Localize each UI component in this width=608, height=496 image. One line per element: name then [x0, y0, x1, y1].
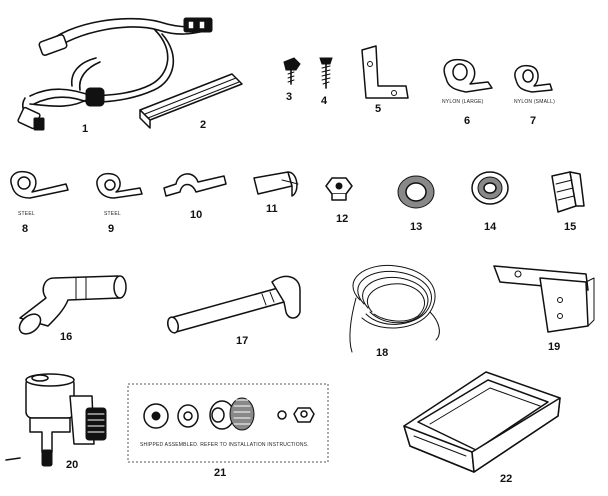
label-10: 10 — [190, 209, 202, 221]
part-19-mounting-bracket: 19 — [493, 265, 595, 353]
label-20: 20 — [66, 459, 78, 471]
part-3-screw: 3 — [283, 57, 301, 103]
part-5-bracket: 5 — [361, 45, 409, 115]
label-14: 14 — [484, 221, 497, 233]
part-12-hex-nut: 12 — [325, 177, 353, 225]
label-17: 17 — [236, 335, 248, 347]
label-5: 5 — [375, 103, 381, 115]
label-6: 6 — [464, 115, 470, 127]
note-21: SHIPPED ASSEMBLED. REFER TO INSTALLATION… — [140, 442, 309, 448]
label-1: 1 — [82, 123, 88, 135]
label-21: 21 — [214, 467, 226, 479]
part-15-block: 15 — [551, 171, 585, 233]
label-16: 16 — [60, 331, 72, 343]
part-17-fill-tube: 17 — [166, 275, 301, 347]
part-22-ice-bin: 22 — [403, 371, 561, 485]
part-21-valve-assembly-kit: SHIPPED ASSEMBLED. REFER TO INSTALLATION… — [127, 383, 329, 479]
label-18: 18 — [376, 347, 388, 359]
label-8: 8 — [22, 223, 28, 235]
label-12: 12 — [336, 213, 348, 225]
note-7: NYLON (SMALL) — [514, 99, 555, 105]
label-11: 11 — [266, 203, 278, 215]
part-11-shield: 11 — [253, 171, 299, 215]
part-2-gasket-strip: 2 — [139, 73, 243, 131]
part-6-nylon-clamp-large: NYLON (LARGE) 6 — [442, 58, 493, 127]
part-9-steel-clamp-small: STEEL 9 — [96, 172, 143, 235]
part-16-elbow-tube: 16 — [18, 275, 127, 343]
label-9: 9 — [108, 223, 114, 235]
label-13: 13 — [410, 221, 422, 233]
label-22: 22 — [500, 473, 512, 485]
part-10-saddle-clip: 10 — [163, 173, 227, 221]
part-4-screw: 4 — [319, 57, 333, 107]
part-14-washer: 14 — [471, 171, 509, 233]
part-7-nylon-clamp-small: NYLON (SMALL) 7 — [514, 64, 555, 127]
part-8-steel-clamp: STEEL 8 — [10, 170, 69, 235]
label-4: 4 — [321, 95, 328, 107]
note-9: STEEL — [104, 211, 121, 217]
label-19: 19 — [548, 341, 560, 353]
label-3: 3 — [286, 91, 292, 103]
part-13-grommet: 13 — [397, 175, 435, 233]
label-15: 15 — [564, 221, 576, 233]
label-2: 2 — [200, 119, 206, 131]
part-20-water-valve: 20 — [5, 373, 107, 471]
note-8: STEEL — [18, 211, 35, 217]
label-7: 7 — [530, 115, 536, 127]
part-1-wire-harness: 1 — [17, 17, 213, 135]
part-18-coiled-tubing: 18 — [349, 264, 440, 359]
note-6: NYLON (LARGE) — [442, 99, 484, 105]
